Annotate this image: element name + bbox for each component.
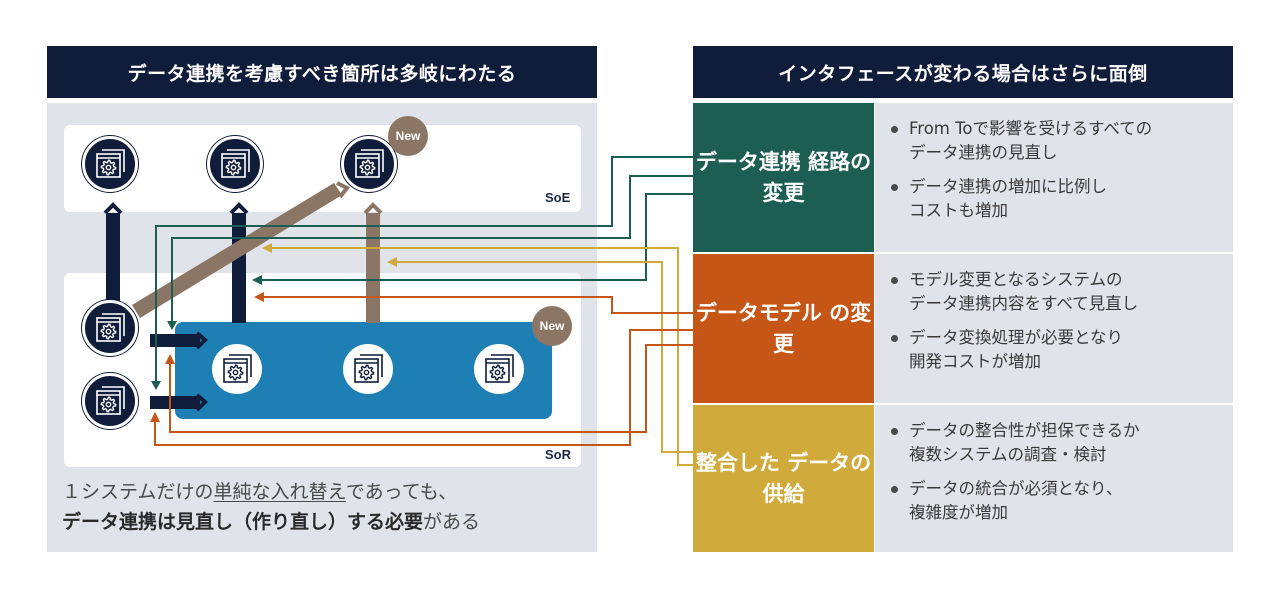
category-title-line: データ連携 [695, 149, 801, 174]
new-badge: New [532, 306, 572, 346]
category-consistent-data-supply-details: データの整合性が担保できるか複数システムの調査・検討 データの統合が必須となり、… [875, 405, 1233, 552]
bullet-text: データ変換処理が必要となり [909, 328, 1124, 347]
new-badge: New [388, 116, 428, 156]
new-sor-module-1-icon [209, 341, 265, 397]
app-gear-icon [355, 149, 384, 178]
bullet-text: 複雑度が増加 [909, 503, 1008, 522]
app-gear-icon [96, 149, 125, 178]
category-title-line: データモデル [695, 300, 822, 325]
bullet-text: コストも増加 [909, 201, 1008, 220]
category-route-change-details: From Toで影響を受けるすべてのデータ連携の見直し データ連携の増加に比例し… [875, 103, 1233, 252]
bullet-item: データ変換処理が必要となり開発コストが増加 [889, 326, 1223, 374]
category-consistent-data-supply: 整合した データの供給 [693, 405, 874, 552]
app-gear-icon [221, 149, 250, 178]
caption-line2-tail: がある [423, 511, 481, 533]
app-gear-icon [223, 354, 252, 383]
caption-line1-c: であっても、 [345, 481, 458, 503]
sor-system-2-icon [82, 373, 138, 429]
bullet-item: データの整合性が担保できるか複数システムの調査・検討 [889, 419, 1223, 467]
category-data-model-change-details: モデル変更となるシステムのデータ連携内容をすべて見直し データ変換処理が必要とな… [875, 254, 1233, 403]
soe-system-new-icon [341, 136, 397, 192]
bullet-text: モデル変更となるシステムの [909, 270, 1123, 289]
category-data-model-change: データモデル の変更 [693, 254, 874, 403]
category-route-change: データ連携 経路の変更 [693, 103, 874, 252]
bullet-text: データ連携の増加に比例し [909, 177, 1107, 196]
bullet-text: データの統合が必須となり、 [909, 479, 1123, 498]
bullet-text: From Toで影響を受けるすべての [909, 119, 1153, 138]
bullet-text: データ連携内容をすべて見直し [909, 294, 1139, 313]
bullet-text: データ連携の見直し [909, 143, 1058, 162]
sor-system-1-icon [82, 300, 138, 356]
bullet-item: データ連携の増加に比例しコストも増加 [889, 175, 1223, 223]
diagram-caption: １システムだけの単純な入れ替えであっても、 データ連携は見直し（作り直し）する必… [62, 477, 592, 537]
category-title-line: の変更 [773, 300, 872, 356]
left-section-header: データ連携を考慮すべき箇所は多岐にわたる [47, 46, 597, 98]
app-gear-icon [485, 354, 514, 383]
app-gear-icon [354, 354, 383, 383]
soe-system-2-icon [207, 136, 263, 192]
bullet-text: 複数システムの調査・検討 [909, 445, 1107, 464]
category-title-line: 整合した [695, 450, 780, 475]
soe-system-1-icon [82, 136, 138, 192]
caption-line1-a: １システムだけの [62, 481, 214, 503]
app-gear-icon [96, 386, 125, 415]
caption-line2-strong: データ連携は見直し（作り直し）する必要 [62, 511, 424, 533]
app-gear-icon [96, 313, 125, 342]
bullet-text: 開発コストが増加 [909, 352, 1041, 371]
soe-label: SoE [545, 190, 571, 205]
new-sor-module-3-icon [471, 341, 527, 397]
soe-zone [64, 125, 581, 212]
sor-label: SoR [545, 447, 571, 462]
bullet-item: モデル変更となるシステムのデータ連携内容をすべて見直し [889, 268, 1223, 316]
category-title-line: 経路の変更 [762, 149, 872, 205]
bullet-item: From Toで影響を受けるすべてのデータ連携の見直し [889, 117, 1223, 165]
bullet-text: データの整合性が担保できるか [909, 421, 1140, 440]
new-sor-module-2-icon [340, 341, 396, 397]
caption-line1-b: 単純な入れ替え [213, 481, 346, 503]
bullet-item: データの統合が必須となり、複雑度が増加 [889, 477, 1223, 525]
right-section-header: インタフェースが変わる場合はさらに面倒 [693, 46, 1233, 98]
category-title-line: データの供給 [762, 450, 872, 506]
